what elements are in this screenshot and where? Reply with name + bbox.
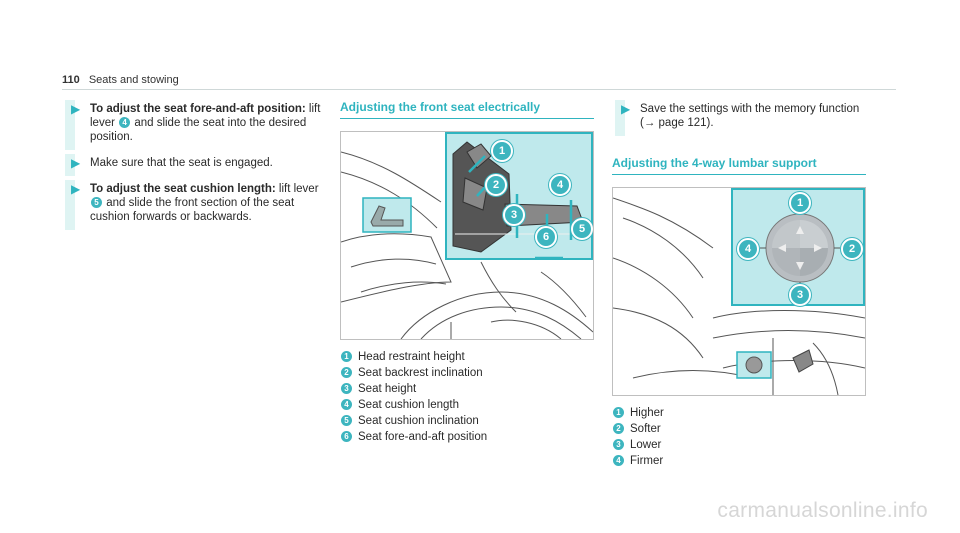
step-text: and slide the front section of the seat … — [90, 197, 295, 223]
legend-number: 3 — [341, 383, 352, 394]
legend-number: 4 — [341, 399, 352, 410]
legend-text: Seat cushion length — [358, 399, 460, 411]
callout-number: 3 — [789, 284, 811, 306]
legend-text: Firmer — [630, 455, 664, 467]
page-number: 110 — [62, 74, 80, 86]
legend-number: 5 — [341, 415, 352, 426]
callout-number: 1 — [491, 140, 513, 162]
watermark: carmanualsonline.info — [717, 499, 928, 522]
legend-number: 4 — [613, 455, 624, 466]
legend-number: 1 — [341, 351, 352, 362]
callout-number: 5 — [571, 218, 593, 240]
step-cushion-length: ▶ To adjust the seat cushion length: lif… — [62, 180, 324, 230]
legend-item: 2 Seat backrest inclination — [340, 366, 594, 380]
legend-item: 4 Seat cushion length — [340, 398, 594, 412]
legend-item: 1 Higher — [612, 406, 866, 420]
legend-item: 6 Seat fore-and-aft position — [340, 430, 594, 444]
legend-item: 3 Lower — [612, 438, 866, 452]
car-interior-lines — [341, 151, 593, 339]
column-right: ▶ Save the settings with the memory func… — [612, 100, 866, 470]
step-text: Save the settings with the memory functi… — [640, 103, 860, 129]
legend-text: Seat cushion inclination — [358, 415, 479, 427]
legend-text: Softer — [630, 423, 661, 435]
step-arrow-icon: ▶ — [71, 102, 81, 116]
legend-text: Seat fore-and-aft position — [358, 431, 488, 443]
step-text: lift lever — [275, 183, 319, 195]
column-middle: Adjusting the front seat electrically — [340, 100, 594, 446]
step-text: and slide the seat into the desired posi… — [90, 117, 307, 143]
step-heading: To adjust the seat fore-and-aft position… — [90, 103, 306, 115]
legend-text: Seat backrest inclination — [358, 367, 483, 379]
step-arrow-icon: ▶ — [621, 102, 631, 116]
electric-seat-legend: 1 Head restraint height 2 Seat backrest in… — [340, 350, 594, 444]
step-fore-aft: ▶ To adjust the seat fore-and-aft positi… — [62, 100, 324, 150]
seat-switch-drawing — [452, 141, 587, 260]
page-header: 110 Seats and stowing — [62, 74, 179, 86]
step-heading: To adjust the seat cushion length: — [90, 183, 276, 195]
lever-badge: 5 — [91, 197, 102, 208]
step-text: Make sure that the seat is engaged. — [90, 157, 273, 169]
legend-text: Higher — [630, 407, 664, 419]
legend-number: 1 — [613, 407, 624, 418]
section-title: Seats and stowing — [88, 74, 179, 86]
column-left: ▶ To adjust the seat fore-and-aft positi… — [62, 100, 324, 236]
seat-controls-illustration: 1 2 3 4 5 6 — [340, 131, 594, 340]
step-text: page 121). — [655, 117, 714, 129]
lumbar-legend: 1 Higher 2 Softer 3 Lower 4 Firmer — [612, 406, 866, 468]
callout-number: 6 — [535, 226, 557, 248]
car-interior-lines — [613, 197, 865, 395]
legend-text: Head restraint height — [358, 351, 465, 363]
section-heading-lumbar: Adjusting the 4-way lumbar support — [612, 156, 866, 175]
callout-number: 2 — [485, 174, 507, 196]
legend-text: Seat height — [358, 383, 417, 395]
legend-number: 3 — [613, 439, 624, 450]
legend-item: 2 Softer — [612, 422, 866, 436]
callout-number: 1 — [789, 192, 811, 214]
legend-item: 1 Head restraint height — [340, 350, 594, 364]
lever-badge: 4 — [119, 117, 131, 128]
legend-item: 3 Seat height — [340, 382, 594, 396]
callout-number: 2 — [841, 238, 863, 260]
legend-number: 2 — [341, 367, 352, 378]
reference-arrow-icon: → — [643, 117, 656, 129]
step-arrow-icon: ▶ — [71, 182, 81, 196]
lumbar-support-illustration: 1 2 3 4 — [612, 187, 866, 396]
callout-number: 3 — [503, 204, 525, 226]
section-heading-electric-seat: Adjusting the front seat electrically — [340, 100, 594, 119]
legend-number: 6 — [341, 431, 352, 442]
seat-switch-callout: 1 2 3 4 5 6 — [445, 132, 593, 260]
legend-item: 5 Seat cushion inclination — [340, 414, 594, 428]
legend-number: 2 — [613, 423, 624, 434]
lumbar-switch-callout: 1 2 3 4 — [731, 188, 865, 306]
lumbar-switch-drawing — [760, 210, 840, 288]
legend-item: 4 Firmer — [612, 454, 866, 468]
step-engaged: ▶ Make sure that the seat is engaged. — [62, 154, 324, 176]
callout-number: 4 — [737, 238, 759, 260]
header-divider — [62, 89, 896, 90]
step-arrow-icon: ▶ — [71, 156, 81, 170]
step-text: lift lever — [90, 103, 321, 129]
step-save-memory: ▶ Save the settings with the memory func… — [612, 100, 866, 136]
callout-number: 4 — [549, 174, 571, 196]
legend-text: Lower — [630, 439, 662, 451]
